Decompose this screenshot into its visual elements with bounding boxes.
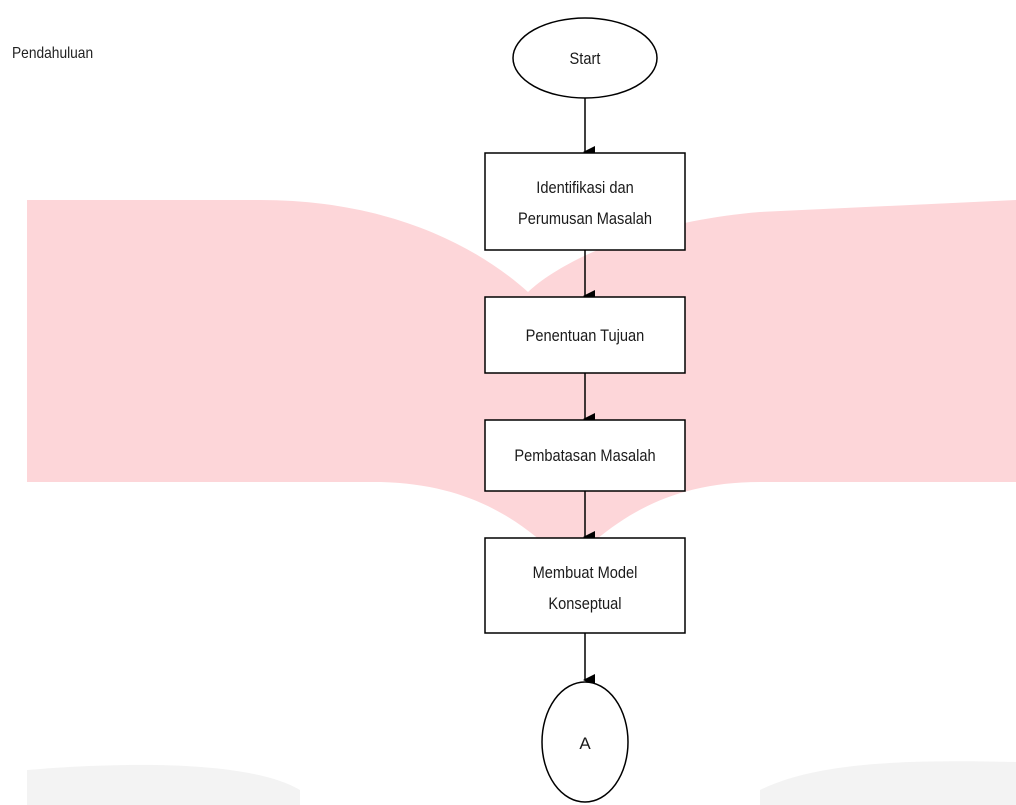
identifikasi-label-line2: Perumusan Masalah bbox=[518, 210, 652, 228]
membuat-model-label-line1: Membuat Model bbox=[533, 564, 638, 582]
process-identifikasi: Identifikasi dan Perumusan Masalah bbox=[484, 152, 686, 251]
start-terminator: Start bbox=[512, 17, 658, 99]
process-membuat-model: Membuat Model Konseptual bbox=[484, 537, 686, 634]
section-label: Pendahuluan bbox=[12, 45, 94, 62]
pembatasan-masalah-label: Pembatasan Masalah bbox=[514, 447, 655, 465]
watermark-logo bbox=[27, 200, 1016, 805]
process-pembatasan-masalah: Pembatasan Masalah bbox=[484, 419, 686, 492]
connector-a-label: A bbox=[579, 734, 591, 753]
process-penentuan-tujuan: Penentuan Tujuan bbox=[484, 296, 686, 374]
connector-a: A bbox=[541, 681, 629, 803]
start-label: Start bbox=[570, 50, 601, 68]
penentuan-tujuan-label: Penentuan Tujuan bbox=[526, 327, 645, 345]
membuat-model-label-line2: Konseptual bbox=[548, 595, 621, 613]
identifikasi-label-line1: Identifikasi dan bbox=[536, 179, 633, 197]
